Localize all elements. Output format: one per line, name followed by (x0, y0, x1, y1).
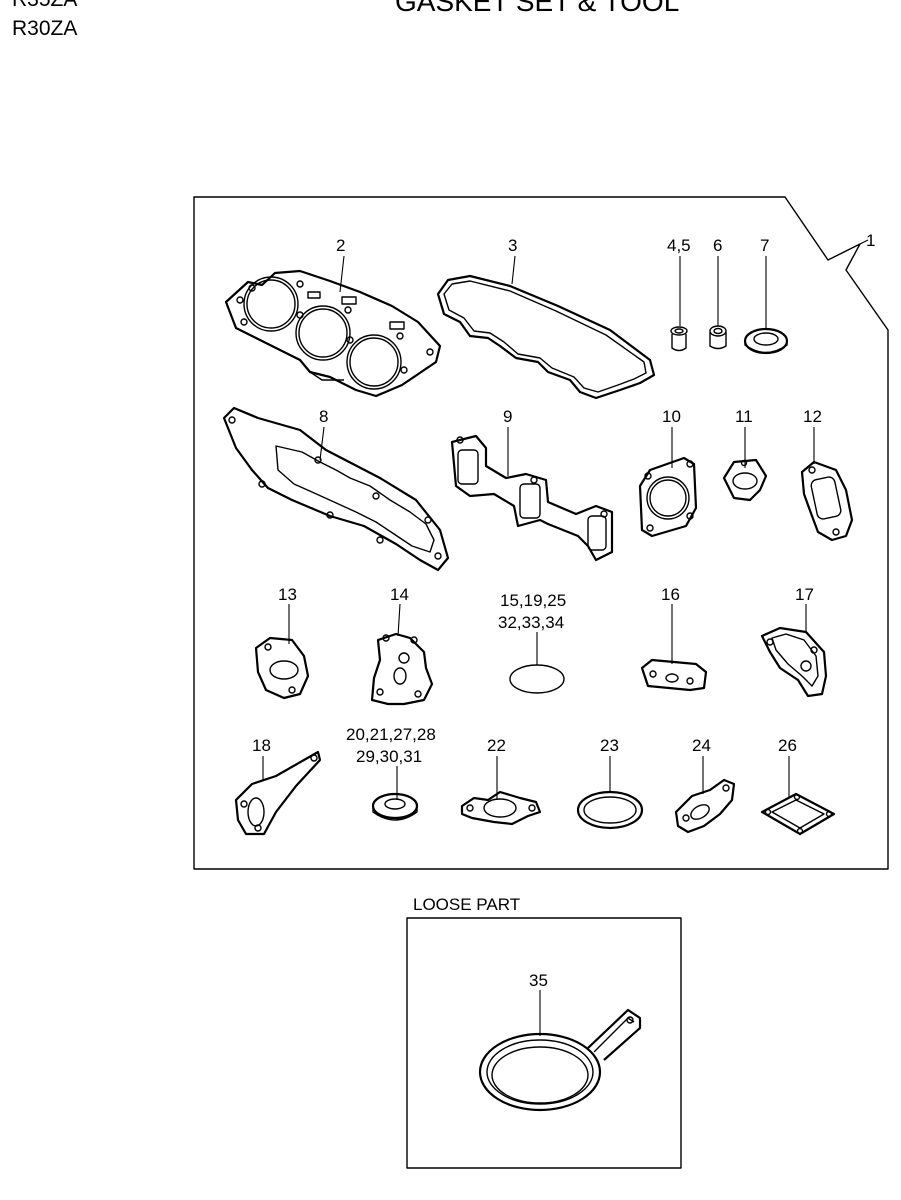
loose-part-label: LOOSE PART (413, 895, 520, 914)
callout-11: 11 (735, 407, 753, 426)
part-14-gasket (370, 632, 434, 706)
part-10-flange-gasket (638, 456, 698, 538)
part-8-manifold-gasket (222, 406, 450, 572)
callout-23: 23 (600, 736, 619, 755)
callout-3: 3 (508, 236, 517, 255)
part-9-exhaust-gasket (450, 434, 614, 562)
callout-14: 14 (390, 585, 409, 604)
part-35-filter-wrench-tool (478, 1008, 642, 1112)
callout-18: 18 (252, 736, 271, 755)
part-17-pump-gasket (760, 626, 828, 698)
callout-26: 26 (778, 736, 797, 755)
part-22-gasket (460, 790, 542, 826)
part-15-o-ring (509, 664, 565, 694)
callout-10: 10 (662, 407, 681, 426)
callout-16: 16 (661, 585, 680, 604)
part-3-cover-gasket (436, 274, 656, 400)
part-18-gasket (234, 750, 322, 836)
model-name-r30za: R30ZA (12, 17, 78, 40)
callout-12: 12 (803, 407, 822, 426)
part-20-seal-washer (371, 792, 419, 821)
leader-lines (262, 255, 815, 1036)
callout-6: 6 (713, 236, 722, 255)
callout-7: 7 (760, 236, 769, 255)
part-11-small-gasket (722, 458, 768, 502)
part-6-bushing (709, 325, 727, 350)
part-12-gasket (800, 460, 854, 542)
callout-35: 35 (529, 971, 548, 990)
part-24-gasket (674, 778, 736, 834)
callout-15-line-2: 32,33,34 (498, 613, 564, 632)
callout-17: 17 (795, 585, 814, 604)
callout-20-line-1: 20,21,27,28 (346, 725, 436, 744)
callout-22: 22 (487, 736, 506, 755)
part-16-gasket (640, 658, 708, 692)
callout-2: 2 (336, 236, 345, 255)
callout-15-line-1: 15,19,25 (500, 591, 566, 610)
part-2-cylinder-head-gasket (224, 269, 442, 398)
part-7-oil-seal (743, 327, 789, 355)
callout-1: 1 (866, 231, 875, 250)
callout-9: 9 (503, 407, 512, 426)
kit-frame (193, 196, 889, 870)
part-23-ring-gasket (576, 790, 644, 830)
callout-24: 24 (692, 736, 711, 755)
part-13-gasket (254, 636, 310, 700)
callout-20-line-2: 29,30,31 (356, 747, 422, 766)
callout-4-5: 4,5 (667, 236, 691, 255)
page-title: GASKET SET & TOOL (395, 0, 680, 17)
model-name-r35za: R35ZA (12, 0, 77, 12)
part-26-square-gasket (760, 792, 836, 836)
part-4-5-valve-seal (670, 326, 688, 352)
loose-part-frame (406, 917, 682, 1169)
callout-13: 13 (278, 585, 297, 604)
callout-8: 8 (319, 407, 328, 426)
